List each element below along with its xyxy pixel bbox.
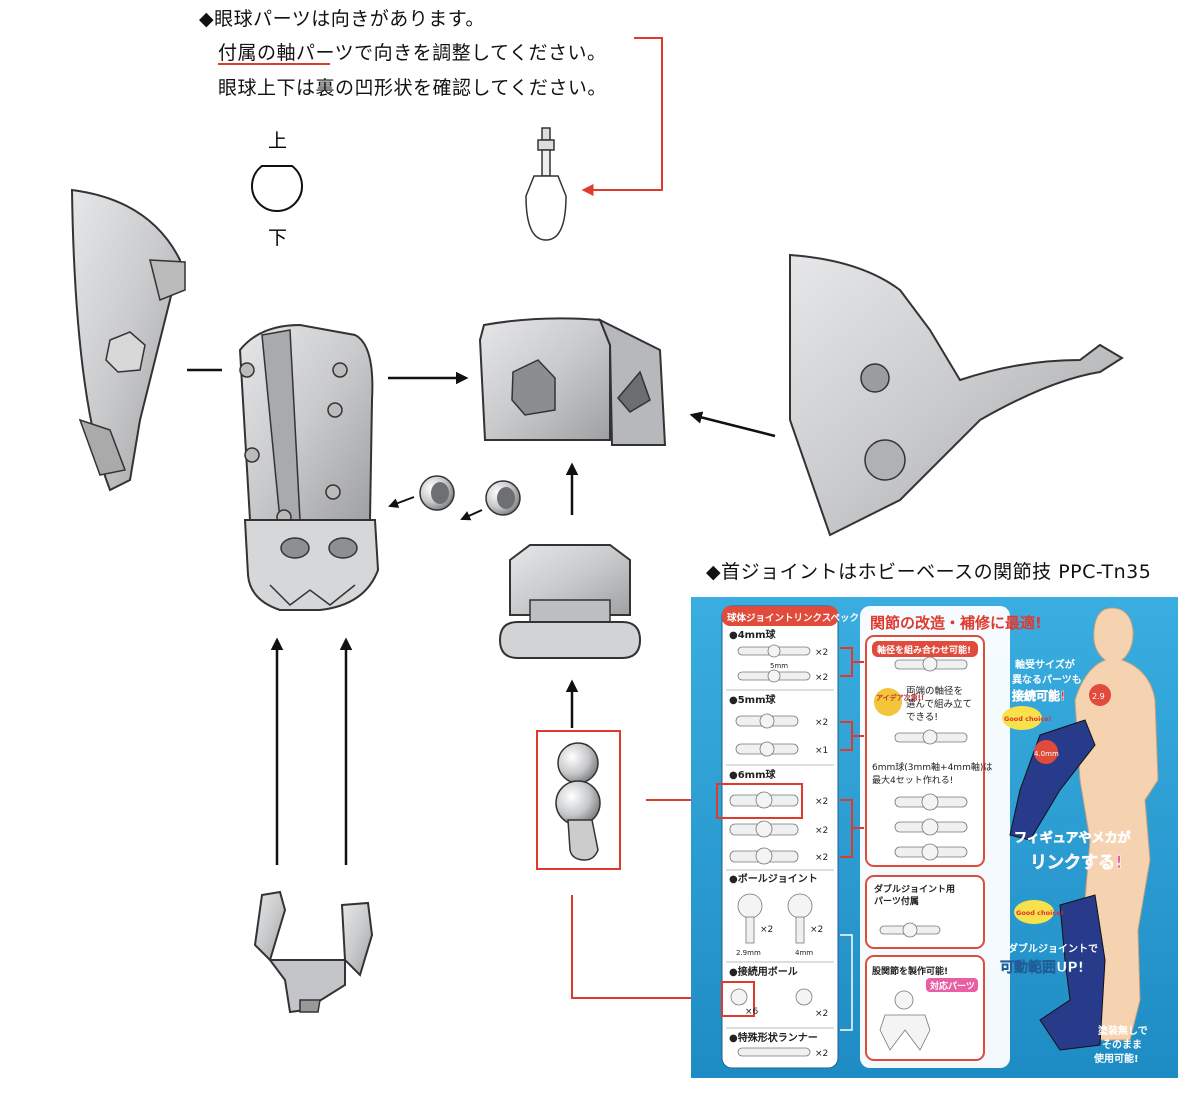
product-panel: 球体ジョイントリンクスペック ●4mm球 ×2 ×2 5mm ●5mm球 ×2 …	[691, 597, 1178, 1078]
svg-text:×2: ×2	[815, 1049, 828, 1059]
left-cheek-part	[70, 188, 186, 492]
svg-text:×2: ×2	[815, 853, 828, 863]
svg-text:選んで組み立て: 選んで組み立て	[906, 698, 972, 710]
svg-text:塗装無しで: 塗装無しで	[1098, 1024, 1148, 1037]
spec-title: 球体ジョイントリンクスペック	[727, 612, 859, 624]
mech-leg	[1039, 894, 1106, 1051]
svg-text:×2: ×2	[815, 648, 828, 658]
svg-text:×2: ×2	[760, 925, 773, 935]
svg-text:Good choice!: Good choice!	[1016, 909, 1064, 917]
orientation-bottom-label: 下	[268, 227, 287, 249]
spec-special-runner: ●特殊形状ランナー	[729, 1031, 818, 1044]
note-neck-joint: ◆首ジョイントはホビーベースの関節技 PPC-Tn35	[706, 561, 1152, 583]
svg-text:最大4セット作れる!: 最大4セット作れる!	[872, 774, 953, 786]
svg-text:×2: ×2	[815, 797, 828, 807]
svg-text:パーツ付属: パーツ付属	[874, 895, 919, 907]
spec-6mm-highlight	[716, 783, 803, 819]
svg-text:リンクする!: リンクする!	[1030, 853, 1123, 873]
spec-connect-ball: ●接続用ボール	[729, 965, 798, 978]
ball-joint-highlight	[536, 730, 621, 870]
note-leader	[581, 37, 663, 196]
svg-text:2.9: 2.9	[1092, 692, 1105, 701]
svg-text:可動範囲UP!: 可動範囲UP!	[1000, 959, 1084, 976]
spec-5mm: ●5mm球	[729, 693, 777, 706]
svg-text:アイデア次第!!: アイデア次第!!	[876, 693, 924, 702]
spec-4mm: ●4mm球	[729, 628, 777, 641]
svg-text:×6: ×6	[745, 1007, 759, 1017]
svg-text:そのまま: そのまま	[1102, 1039, 1142, 1051]
svg-text:6mm球(3mm軸+4mm軸)は: 6mm球(3mm軸+4mm軸)は	[872, 761, 992, 773]
svg-text:×2: ×2	[815, 718, 828, 728]
svg-text:対応パーツ: 対応パーツ	[929, 980, 975, 992]
svg-text:4.0mm: 4.0mm	[1034, 750, 1059, 758]
svg-text:ダブルジョイント用: ダブルジョイント用	[874, 883, 955, 895]
svg-text:できる!: できる!	[906, 712, 938, 723]
svg-text:4mm: 4mm	[795, 949, 813, 957]
eye-shaft-part	[525, 127, 567, 241]
svg-text:×2: ×2	[815, 826, 828, 836]
svg-text:股関節を製作可能!: 股関節を製作可能!	[872, 965, 948, 977]
note-eye-updown: 眼球上下は裏の凹形状を確認してください。	[218, 77, 607, 99]
neck-block-part	[498, 544, 642, 659]
note-eye-orientation: ◆眼球パーツは向きがあります。	[199, 8, 485, 30]
svg-text:×2: ×2	[810, 925, 823, 935]
spec-ball-joint: ●ボールジョイント	[729, 872, 818, 885]
panel-headline: 関節の改造・補修に最適!	[870, 614, 1042, 632]
note-eye-adjust: 付属の軸パーツで向きを調整してください。	[218, 42, 607, 64]
svg-text:ダブルジョイントで: ダブルジョイントで	[1008, 942, 1098, 955]
svg-text:×1: ×1	[815, 746, 828, 756]
svg-text:5mm: 5mm	[770, 662, 788, 670]
spec-6mm: ●6mm球	[729, 768, 777, 781]
mech-arm	[1009, 719, 1096, 841]
svg-text:異なるパーツも: 異なるパーツも	[1012, 674, 1082, 686]
svg-text:両端の軸径を: 両端の軸径を	[906, 685, 963, 697]
svg-text:軸径を組み合わせ可能!: 軸径を組み合わせ可能!	[877, 644, 971, 656]
right-cheek-part	[789, 253, 1124, 537]
neck-ball-joint-part	[555, 742, 601, 861]
svg-text:Good choice!: Good choice!	[1004, 715, 1052, 723]
head-helmet-part	[238, 323, 380, 611]
orientation-top-label: 上	[268, 130, 287, 152]
svg-text:使用可能!: 使用可能!	[1093, 1052, 1139, 1065]
svg-text:2.9mm: 2.9mm	[736, 949, 761, 957]
jaw-part	[253, 890, 374, 1014]
svg-text:×2: ×2	[815, 1009, 828, 1019]
svg-text:軸受サイズが: 軸受サイズが	[1015, 658, 1076, 671]
svg-text:接続可能!: 接続可能!	[1012, 688, 1065, 703]
spec-connect-highlight	[721, 981, 755, 1017]
head-core-part	[478, 317, 667, 446]
svg-text:フィギュアやメカが: フィギュアやメカが	[1014, 830, 1130, 846]
svg-text:×2: ×2	[815, 673, 828, 683]
